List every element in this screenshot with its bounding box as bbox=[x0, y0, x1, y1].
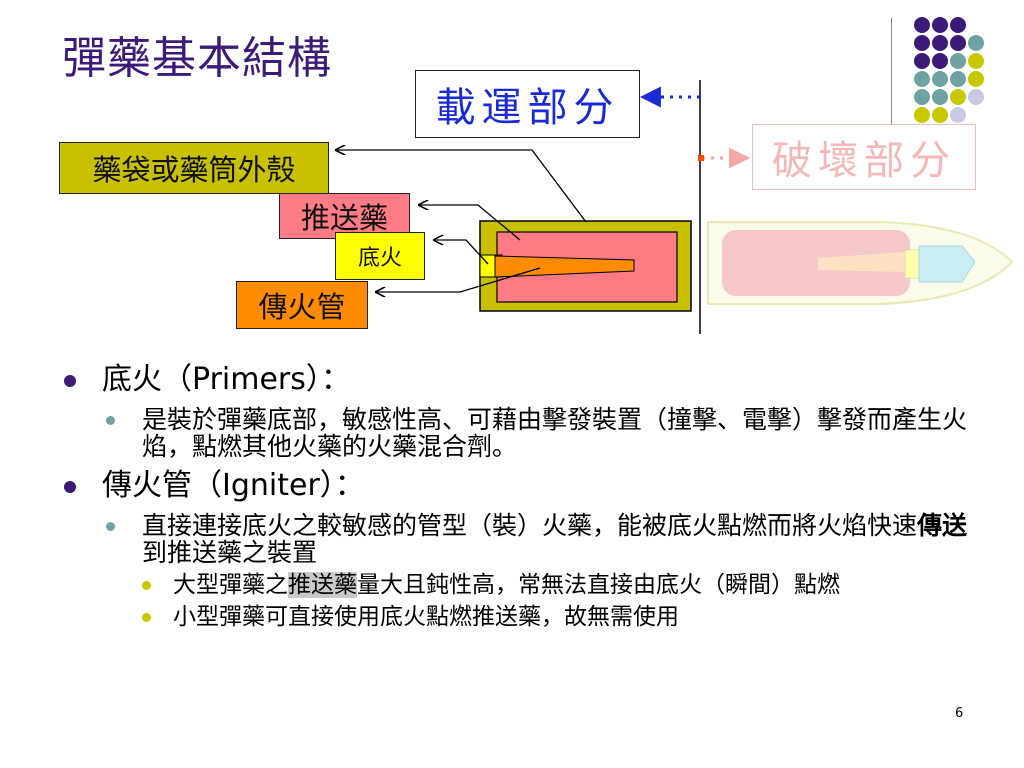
sub1-highlight: 推送藥 bbox=[288, 572, 357, 598]
decor-dot bbox=[968, 71, 984, 87]
carrier-section-label: 載運部分 bbox=[415, 70, 640, 138]
decor-dot bbox=[932, 71, 948, 87]
case-pointer-line bbox=[336, 150, 587, 223]
case-label: 藥袋或藥筒外殼 bbox=[59, 142, 329, 194]
bullet-primers-desc: 是裝於彈藥底部，敏感性高、可藉由擊發裝置（撞擊、電擊）擊發而產生火焰，點燃其他火… bbox=[60, 406, 990, 460]
igniter-desc-part-b: 到推送藥之裝置 bbox=[142, 538, 318, 567]
decor-dot bbox=[932, 53, 948, 69]
decor-dot bbox=[914, 71, 930, 87]
decor-dot bbox=[914, 89, 930, 105]
decor-dot bbox=[914, 107, 930, 123]
decor-dot bbox=[932, 89, 948, 105]
igniter-desc-bold: 傳送 bbox=[917, 511, 968, 540]
bullet-primers-title: 底火（Primers）： bbox=[60, 360, 990, 400]
bullet-igniter-sub2: 小型彈藥可直接使用底火點燃推送藥，故無需使用 bbox=[60, 604, 990, 630]
decor-dot bbox=[914, 53, 930, 69]
sub1-part-a: 大型彈藥之 bbox=[173, 572, 288, 598]
decor-dot bbox=[950, 17, 966, 33]
bullet-igniter-desc: 直接連接底火之較敏感的管型（裝）火藥，能被底火點燃而將火焰快速傳送到推送藥之裝置 bbox=[60, 512, 990, 566]
primer-label: 底火 bbox=[335, 232, 425, 280]
decor-dot bbox=[950, 89, 966, 105]
igniter-label: 傳火管 bbox=[236, 281, 368, 329]
bullet-igniter-sub1: 大型彈藥之推送藥量大且鈍性高，常無法直接由底火（瞬間）點燃 bbox=[60, 572, 990, 598]
page-number: 6 bbox=[955, 706, 964, 721]
decor-dot bbox=[950, 53, 966, 69]
projectile-shape bbox=[707, 221, 1014, 305]
page-title: 彈藥基本結構 bbox=[62, 33, 332, 84]
primer-pointer-line bbox=[434, 240, 489, 265]
decor-dot bbox=[914, 17, 930, 33]
bullet-list: 底火（Primers）： 是裝於彈藥底部，敏感性高、可藉由擊發裝置（撞擊、電擊）… bbox=[60, 360, 990, 636]
ammunition-diagram bbox=[0, 80, 1014, 334]
decor-dot bbox=[950, 35, 966, 51]
decor-dot bbox=[950, 71, 966, 87]
decor-dot bbox=[968, 35, 984, 51]
decor-dot-grid bbox=[0, 0, 1024, 150]
decor-divider bbox=[891, 18, 892, 148]
igniter-desc-part-a: 直接連接底火之較敏感的管型（裝）火藥，能被底火點燃而將火焰快速 bbox=[142, 511, 918, 540]
bullet-igniter-title: 傳火管（Igniter）： bbox=[60, 466, 990, 506]
decor-dot bbox=[932, 17, 948, 33]
decor-dot bbox=[950, 107, 966, 123]
decor-dot bbox=[932, 107, 948, 123]
propellant-label: 推送藥 bbox=[279, 193, 410, 239]
cartridge-case bbox=[479, 220, 692, 312]
propellant-pointer-line bbox=[419, 205, 521, 241]
decor-dot bbox=[932, 35, 948, 51]
decor-dot bbox=[968, 89, 984, 105]
igniter-pointer-line bbox=[376, 267, 541, 292]
destroy-section-label: 破壞部分 bbox=[752, 124, 976, 190]
decor-dot bbox=[914, 35, 930, 51]
sub1-part-b: 量大且鈍性高，常無法直接由底火（瞬間）點燃 bbox=[357, 572, 840, 598]
decor-dot bbox=[968, 53, 984, 69]
